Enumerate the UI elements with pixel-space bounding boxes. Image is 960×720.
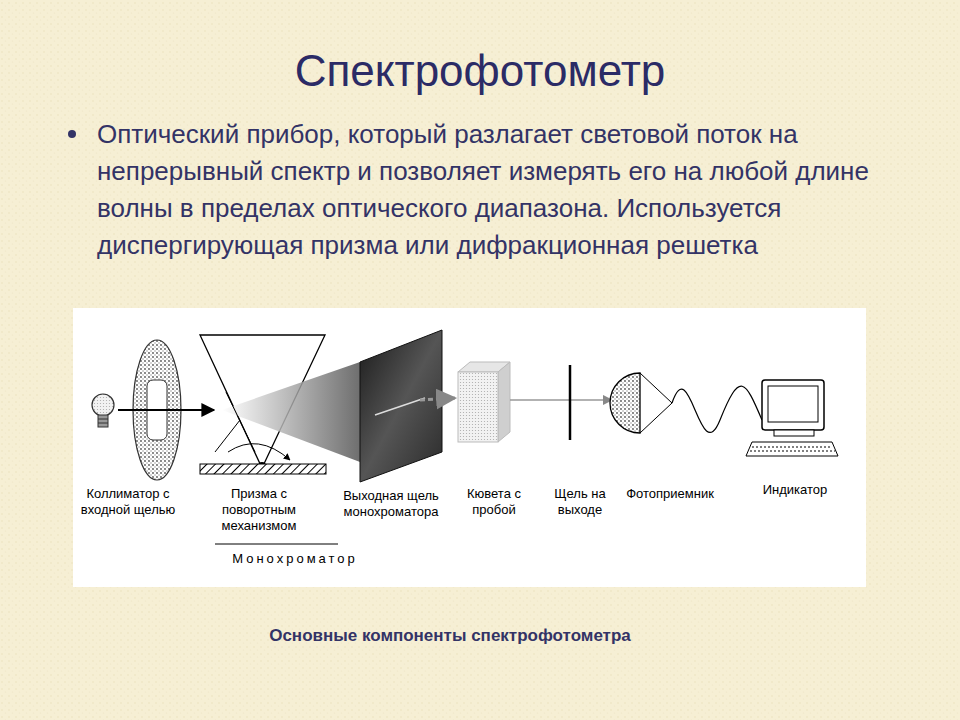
prism-part [226,392,255,452]
lamp [92,394,114,427]
exit-slit-plate-part [375,398,425,415]
photodetector-part [672,386,762,432]
prism-part [228,444,290,460]
computer [746,380,838,456]
photodetector-part [640,373,672,403]
part-label: Фотоприемник [622,486,718,502]
photodetector-part [640,403,672,433]
prism [200,335,360,474]
prism-part [222,362,360,462]
photodetector [610,373,762,433]
part-label: Призма с поворотным механизмом [207,486,311,534]
part-label: Коллиматор с входной щелью [80,486,176,518]
photodetector-part [610,373,640,433]
figure-panel [73,308,866,587]
input-ray [118,409,214,411]
computer-part [768,386,818,422]
bullet-text: Оптический прибор, который разлагает све… [97,116,872,264]
cuvette-part [458,372,498,442]
computer-part [762,380,824,430]
cuvette [458,362,510,442]
rotation-base [200,464,326,474]
monochromator-bracket [215,544,338,545]
bullet-dot [68,130,76,138]
mono-ray [420,398,455,400]
computer-part [752,447,832,448]
group-label: Монохроматор [205,551,385,567]
part-label: Кювета с пробой [456,486,532,518]
part-label: Выходная щель монохроматора [337,488,445,520]
computer-part [750,451,835,452]
figure-caption: Основные компоненты спектрофотометра [120,626,780,646]
lamp-part [98,415,108,427]
lamp-part [98,423,108,424]
exit-slit-plate [360,330,442,482]
sample-ray [510,399,612,401]
part-label: Индикатор [745,482,845,498]
part-label: Щель на выходе [540,486,620,518]
lamp-part [98,419,108,420]
computer-part [746,442,838,456]
slide-title: Спектрофотометр [0,46,960,96]
lamp-part [92,394,114,416]
exit-slit-plate-part [360,330,442,482]
output-slit [569,365,572,440]
computer-part [774,430,814,436]
cuvette-part [498,362,510,442]
